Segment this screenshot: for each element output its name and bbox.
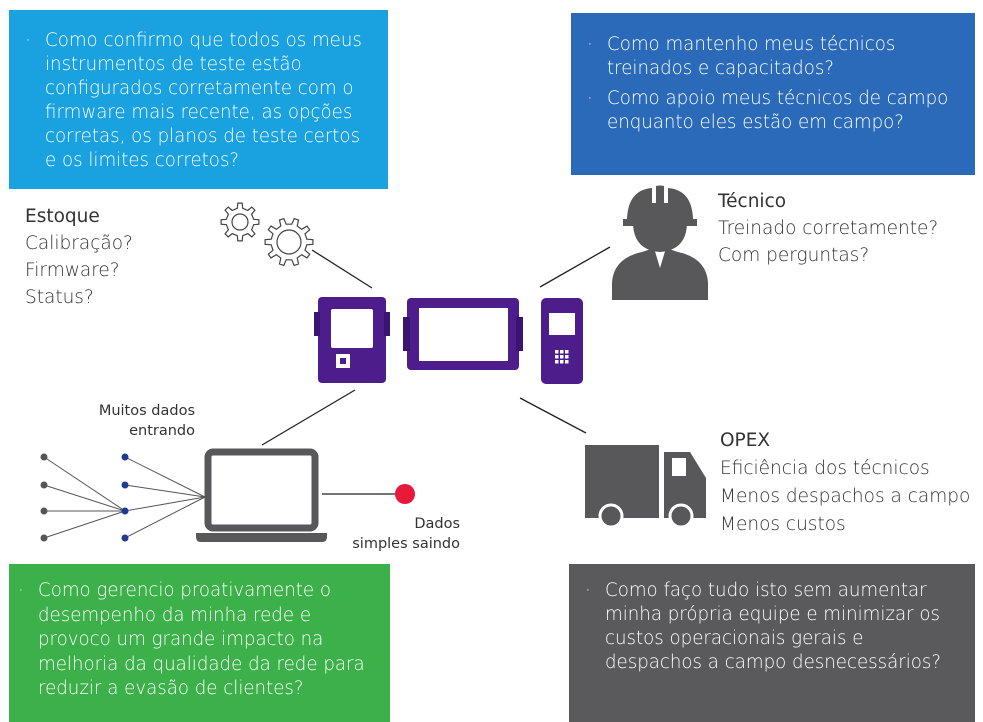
technician-icon bbox=[612, 185, 708, 300]
connector-device-truck bbox=[519, 397, 587, 434]
gears-icon bbox=[220, 202, 314, 267]
keypad-key bbox=[565, 350, 569, 354]
connector-technician-device bbox=[539, 246, 611, 288]
data-input-network bbox=[40, 453, 206, 542]
question-bullet: Como mantenho meus técnicos treinados e … bbox=[585, 33, 961, 81]
opex-title: OPEX bbox=[720, 430, 771, 451]
data-out-line: simples saindo bbox=[352, 536, 460, 552]
output-dot bbox=[395, 484, 415, 504]
laptop-icon bbox=[196, 448, 327, 542]
test-instrument-handheld-icon bbox=[314, 297, 390, 383]
aggregation-node bbox=[121, 453, 129, 461]
question-box-opex: Como faço tudo isto sem aumentar minha p… bbox=[569, 564, 975, 722]
aggregation-node bbox=[121, 534, 129, 542]
inventory-title: Estoque bbox=[25, 206, 100, 227]
opex-label: OPEX Eficiência dos técnicos Menos despa… bbox=[720, 427, 970, 539]
opex-line: Menos despachos a campo bbox=[720, 486, 971, 507]
keypad-key bbox=[560, 360, 564, 364]
data-in-line: entrando bbox=[129, 423, 195, 439]
technician-line: Treinado corretamente? bbox=[718, 218, 939, 239]
question-bullet: Como apoio meus técnicos de campo enquan… bbox=[585, 87, 961, 135]
keypad-key bbox=[555, 360, 559, 364]
data-in-line: Muitos dados bbox=[98, 403, 195, 419]
connector-lines bbox=[261, 246, 611, 495]
connector-gears-device bbox=[311, 249, 373, 289]
question-box-technicians: Como mantenho meus técnicos treinados e … bbox=[571, 13, 975, 175]
source-node bbox=[40, 507, 48, 515]
question-box-inventory: Como confirmo que todos os meus instrume… bbox=[9, 10, 388, 189]
aggregation-node bbox=[121, 507, 129, 515]
network-link bbox=[124, 456, 206, 498]
inventory-line: Firmware? bbox=[25, 260, 120, 281]
network-link bbox=[124, 484, 206, 498]
network-link bbox=[43, 484, 126, 512]
source-node bbox=[40, 453, 48, 461]
network-link bbox=[43, 510, 126, 539]
network-link bbox=[124, 496, 206, 539]
technician-line: Com perguntas? bbox=[718, 245, 870, 266]
question-box-network: Como gerencio proativamente o desempenho… bbox=[9, 564, 390, 722]
data-out-label: Dados simples saindo bbox=[340, 514, 460, 554]
source-node bbox=[40, 481, 48, 489]
inventory-line: Status? bbox=[25, 287, 94, 308]
question-bullet: Como confirmo que todos os meus instrume… bbox=[23, 29, 374, 173]
source-node bbox=[40, 534, 48, 542]
test-instrument-meter-icon bbox=[541, 298, 583, 384]
aggregation-node bbox=[121, 481, 129, 489]
opex-line: Menos custos bbox=[720, 514, 846, 535]
keypad-key bbox=[560, 350, 564, 354]
technician-title: Técnico bbox=[718, 191, 787, 212]
test-instrument-tablet-icon bbox=[403, 298, 523, 370]
truck-icon bbox=[585, 445, 706, 529]
network-link bbox=[124, 496, 206, 512]
inventory-label: Estoque Calibração? Firmware? Status? bbox=[25, 203, 133, 311]
keypad-key bbox=[565, 355, 569, 359]
opex-line: Eficiência dos técnicos bbox=[720, 458, 930, 479]
keypad-key bbox=[565, 360, 569, 364]
data-out-line: Dados bbox=[414, 516, 460, 532]
technician-label: Técnico Treinado corretamente? Com pergu… bbox=[718, 188, 938, 269]
network-link bbox=[43, 456, 126, 512]
data-in-label: Muitos dados entrando bbox=[78, 401, 195, 441]
keypad-key bbox=[560, 355, 564, 359]
keypad-key bbox=[555, 350, 559, 354]
connector-device-laptop bbox=[261, 389, 356, 446]
question-bullet: Como gerencio proativamente o desempenho… bbox=[16, 579, 380, 702]
question-bullet: Como faço tudo isto sem aumentar minha p… bbox=[583, 579, 961, 675]
keypad-key bbox=[555, 355, 559, 359]
inventory-line: Calibração? bbox=[25, 233, 133, 254]
